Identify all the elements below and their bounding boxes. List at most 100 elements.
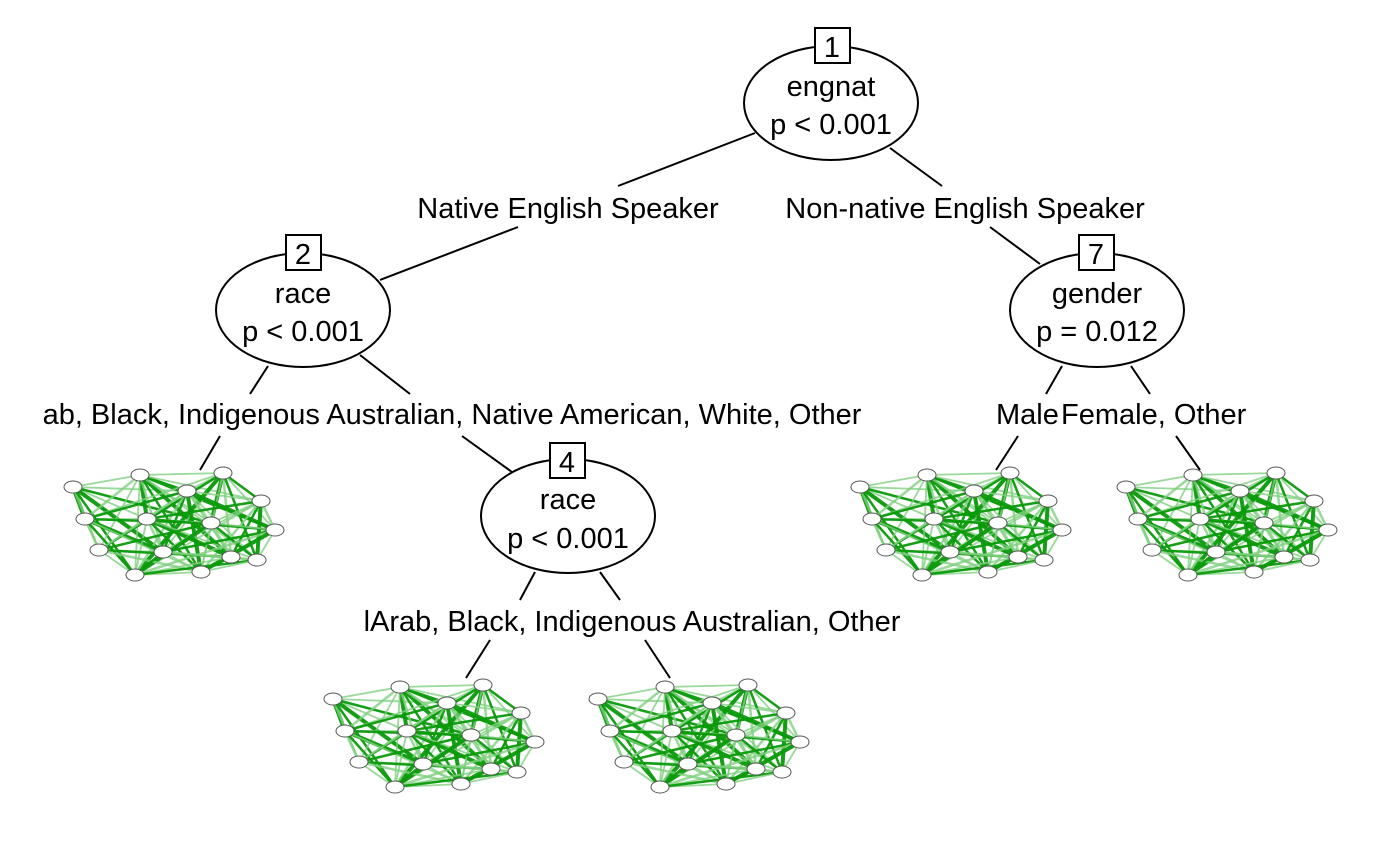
edge-1-left-lower [379, 226, 519, 281]
network-edge [1238, 490, 1256, 573]
network-edge [200, 522, 212, 573]
network-node [413, 757, 433, 771]
network-edges [596, 683, 802, 789]
network-node [265, 523, 285, 537]
network-edge [98, 518, 148, 551]
network-node [75, 512, 95, 526]
network-edge [609, 701, 713, 733]
network-node [1274, 550, 1294, 564]
network-node [177, 484, 197, 498]
network-edge [725, 771, 783, 785]
network-node [776, 706, 796, 720]
network-node [1034, 553, 1054, 567]
network-node [1183, 468, 1203, 482]
network-edge [84, 518, 202, 573]
network-edge [1187, 528, 1329, 577]
network-edge [332, 698, 408, 732]
network-node [702, 696, 722, 710]
node-1-id: 1 [824, 32, 840, 64]
network-edge [597, 686, 666, 700]
edge-label-male: Male [996, 399, 1059, 431]
edge-1-right-lower [989, 226, 1041, 265]
network-node [1116, 480, 1136, 494]
network-edge [358, 730, 408, 763]
terminal-network-2 [323, 678, 545, 794]
network-edge [1137, 474, 1194, 520]
network-edge [1253, 559, 1311, 573]
network-edge [446, 702, 522, 714]
tree-edges [199, 132, 1201, 679]
network-edge [399, 684, 484, 688]
network-edge [72, 486, 188, 492]
network-node [978, 565, 998, 579]
network-node [655, 680, 675, 694]
network-edge [871, 489, 975, 521]
network-edge [858, 486, 924, 576]
edge-label-race-2: ab, Black, Indigenous Australian, Native… [43, 399, 862, 431]
network-edge [735, 734, 783, 773]
network-edge [72, 486, 148, 520]
network-node [772, 765, 792, 779]
network-edge [358, 733, 472, 764]
network-node [437, 696, 457, 710]
node-2-id-box [285, 234, 322, 271]
network-edge [972, 490, 990, 573]
network-edge [623, 730, 673, 763]
network-edge [997, 522, 1045, 561]
network-edge [885, 518, 935, 551]
network-node [1254, 516, 1274, 530]
network-edge [1137, 472, 1277, 520]
edge-1-left-upper [617, 132, 756, 187]
network-edge [973, 490, 1049, 502]
network-node [1318, 523, 1338, 537]
network-edge [711, 702, 787, 714]
network-edge [358, 686, 401, 763]
edge-4-right-lower [644, 639, 671, 679]
network-node [153, 545, 173, 559]
network-node [511, 706, 531, 720]
node-2-variable: race [275, 278, 331, 310]
network-edge [1016, 500, 1050, 558]
network-edge [393, 683, 485, 789]
node-2-id: 2 [295, 239, 311, 271]
network-edge [344, 730, 462, 785]
network-node [940, 545, 960, 559]
network-edge [1263, 522, 1311, 561]
network-edge [139, 472, 224, 476]
network-node [335, 724, 355, 738]
network-node [600, 724, 620, 738]
network-node [588, 692, 608, 706]
network-edge [997, 522, 1063, 531]
tree-node-4: 4 race p < 0.001 [480, 442, 656, 574]
network-edge [885, 474, 928, 551]
network-node [678, 757, 698, 771]
network-edge [332, 686, 401, 700]
edge-7-right-lower [1175, 435, 1201, 471]
network-edge [344, 686, 401, 732]
network-node [1300, 553, 1320, 567]
tree-node-1: 1 engnat p < 0.001 [743, 27, 919, 161]
edge-7-left-upper [1045, 365, 1063, 395]
network-node [1128, 512, 1148, 526]
terminal-network-4 [850, 466, 1072, 582]
node-7-pvalue: p = 0.012 [1036, 316, 1158, 348]
edge-label-native: Native English Speaker [417, 193, 719, 225]
network-edge [609, 684, 749, 732]
network-edges [71, 471, 277, 577]
network-node [221, 550, 241, 564]
network-node [63, 480, 83, 494]
network-node [191, 565, 211, 579]
network-node [746, 762, 766, 776]
network-edge [1187, 518, 1201, 576]
network-edge [671, 711, 787, 733]
network-edge [1239, 490, 1315, 502]
network-edge [1192, 472, 1277, 476]
network-edge [1009, 472, 1063, 531]
edge-labels: Native English Speaker Non-native Englis… [43, 193, 1247, 638]
network-node [1038, 494, 1058, 508]
network-node [397, 724, 417, 738]
network-node [201, 516, 221, 530]
edge-4-right-upper [599, 571, 621, 601]
network-node [1190, 512, 1210, 526]
network-edge [229, 500, 263, 558]
